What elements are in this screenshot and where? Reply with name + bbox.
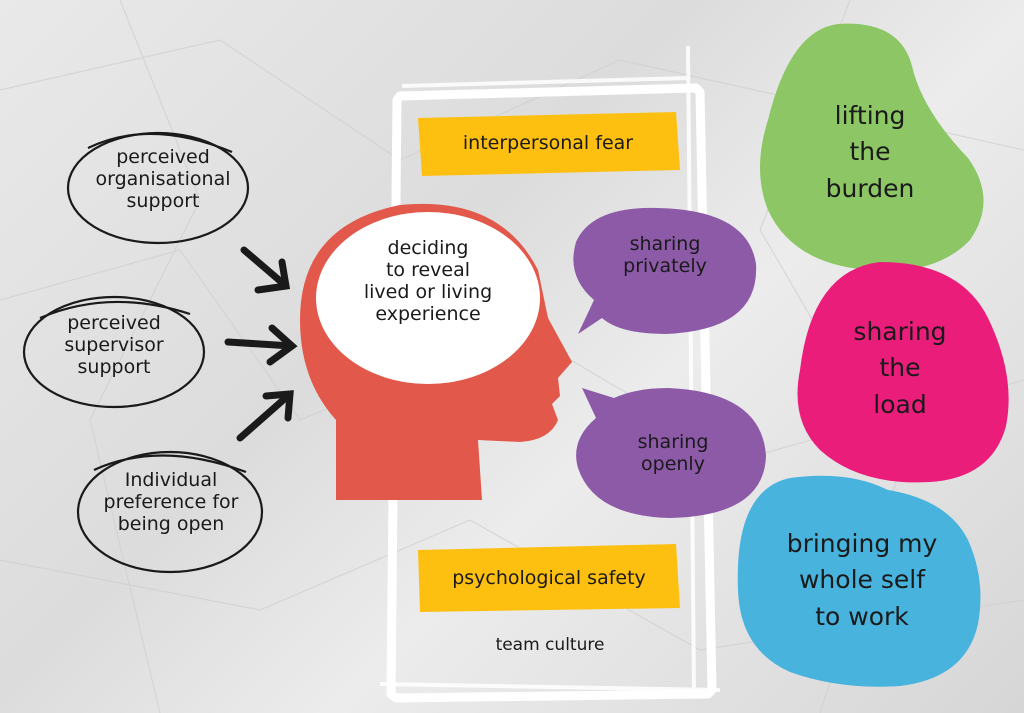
blob-lifting-burden [760, 23, 984, 271]
arrow-3 [236, 390, 294, 442]
factor-oval-3 [76, 450, 264, 574]
head-thought-circle [316, 212, 540, 384]
blob-whole-self [737, 475, 981, 687]
bubble-sharing-privately [573, 207, 757, 334]
arrow-2 [224, 324, 298, 366]
arrow-1 [240, 246, 291, 294]
factor-oval-1 [66, 131, 250, 245]
context-interpersonal-fear: interpersonal fear [462, 132, 634, 154]
context-team-culture: team culture [495, 635, 605, 655]
factor-oval-2 [22, 295, 206, 409]
blob-sharing-load [797, 262, 1009, 483]
bubble-sharing-openly [576, 388, 766, 518]
team-frame-scribble [379, 45, 721, 692]
context-psychological-safety: psychological safety [452, 567, 646, 589]
sticky-interpersonal-fear [418, 112, 680, 176]
sticky-psychological-safety [418, 544, 680, 612]
